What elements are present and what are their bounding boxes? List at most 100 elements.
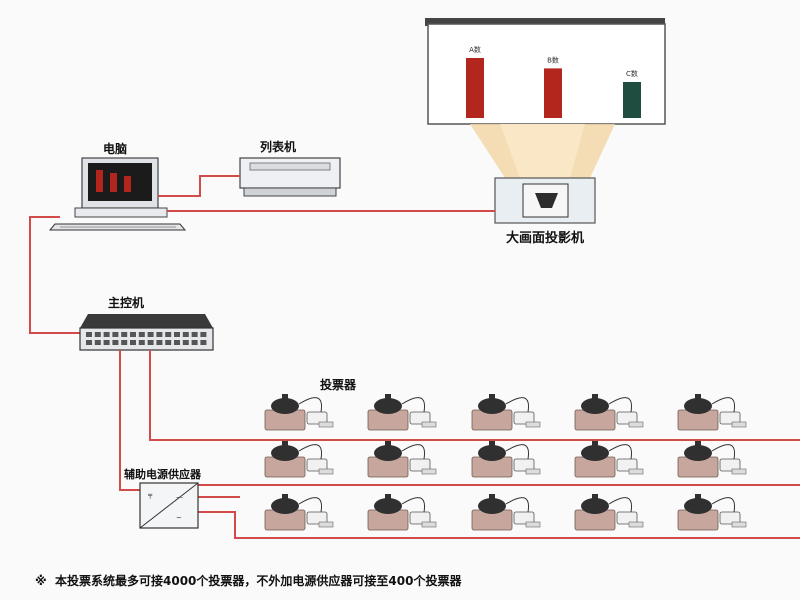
computer: 电脑 bbox=[48, 141, 187, 231]
printer-body bbox=[239, 157, 341, 189]
screen-bar bbox=[544, 68, 562, 118]
power-supply-divider bbox=[139, 482, 199, 529]
keypad-base bbox=[421, 521, 437, 528]
keypad-cable bbox=[298, 397, 323, 413]
keypad-cable bbox=[401, 397, 426, 413]
controller-port bbox=[86, 332, 92, 337]
voter-antenna bbox=[695, 441, 701, 447]
voter-antenna bbox=[489, 494, 495, 500]
voter-antenna bbox=[489, 441, 495, 447]
power-supply-label: 辅助电源供应器 bbox=[124, 467, 202, 481]
keypad-base bbox=[421, 468, 437, 475]
keypad-cable bbox=[505, 397, 530, 413]
voter-head-icon bbox=[374, 445, 402, 461]
controller-port bbox=[94, 340, 101, 345]
keypad-icon bbox=[616, 511, 638, 525]
keypad-cable bbox=[608, 444, 633, 460]
keypad-cable bbox=[505, 444, 530, 460]
voter-device bbox=[574, 494, 644, 531]
wire-computer-printer bbox=[158, 175, 240, 197]
keypad-icon bbox=[513, 511, 535, 525]
voter-antenna bbox=[385, 441, 391, 447]
controller-port bbox=[138, 340, 145, 345]
voter-antenna bbox=[592, 394, 598, 400]
voter-head-icon bbox=[271, 498, 299, 514]
voter-head-icon bbox=[478, 445, 506, 461]
keypad-icon bbox=[409, 411, 431, 425]
keypad-base bbox=[731, 521, 747, 528]
voter-device bbox=[471, 394, 541, 431]
keypad-base bbox=[525, 468, 541, 475]
voter-head-icon bbox=[684, 398, 712, 414]
printer: 列表机 bbox=[239, 139, 341, 197]
keypad-base bbox=[628, 521, 644, 528]
controller-port bbox=[165, 332, 172, 337]
voter-antenna bbox=[385, 394, 391, 400]
screen-top-bar bbox=[425, 18, 665, 26]
controller-port bbox=[147, 340, 154, 345]
keypad-base bbox=[421, 421, 437, 428]
voter-device bbox=[574, 441, 644, 478]
keypad-cable bbox=[711, 397, 736, 413]
controller-label: 主控机 bbox=[108, 295, 144, 310]
voter-device bbox=[367, 394, 437, 431]
controller: 主控机 bbox=[79, 295, 214, 351]
voter-head-icon bbox=[478, 398, 506, 414]
controller-port bbox=[156, 332, 163, 337]
keypad-icon bbox=[513, 411, 535, 425]
keypad-icon bbox=[616, 411, 638, 425]
keypad-cable bbox=[711, 497, 736, 513]
keypad-cable bbox=[401, 497, 426, 513]
controller-port bbox=[121, 332, 128, 337]
keypad-icon bbox=[513, 458, 535, 472]
printer-paper-slot bbox=[249, 162, 331, 171]
voter-device bbox=[367, 494, 437, 531]
keypad-cable bbox=[711, 444, 736, 460]
voter-antenna bbox=[695, 494, 701, 500]
keypad-base bbox=[731, 421, 747, 428]
power-supply-text: — bbox=[176, 493, 183, 501]
voter-device bbox=[677, 494, 747, 531]
controller-port bbox=[191, 340, 198, 345]
power-supply-text: ~ bbox=[176, 514, 182, 522]
wire-row-3 bbox=[198, 511, 800, 539]
controller-port bbox=[103, 340, 110, 345]
voter-antenna bbox=[695, 394, 701, 400]
projection-beam-core bbox=[500, 124, 585, 178]
voter-device bbox=[471, 494, 541, 531]
voter-head-icon bbox=[581, 498, 609, 514]
controller-port bbox=[200, 340, 207, 345]
projector-lens-icon bbox=[535, 193, 558, 208]
controller-port bbox=[191, 332, 198, 337]
printer-label: 列表机 bbox=[260, 139, 296, 154]
controller-port bbox=[130, 332, 136, 337]
wire-computer-controller bbox=[29, 216, 82, 334]
controller-port bbox=[94, 332, 101, 337]
voter-antenna bbox=[282, 394, 288, 400]
keypad-icon bbox=[306, 411, 328, 425]
controller-front bbox=[79, 327, 214, 351]
keypad-cable bbox=[401, 444, 426, 460]
voter-antenna bbox=[282, 441, 288, 447]
keypad-cable bbox=[298, 444, 323, 460]
voter-grid bbox=[264, 394, 747, 531]
screen-bar bbox=[623, 82, 641, 118]
voter-head-icon bbox=[581, 445, 609, 461]
controller-top bbox=[80, 314, 213, 328]
voter-head-icon bbox=[271, 398, 299, 414]
keypad-base bbox=[628, 421, 644, 428]
screen-bar-label: B数 bbox=[547, 55, 559, 64]
keypad-base bbox=[525, 521, 541, 528]
controller-ports bbox=[86, 332, 207, 345]
voter-device bbox=[264, 394, 334, 431]
footnote-marker: ※ bbox=[35, 574, 47, 588]
keypad-base bbox=[318, 468, 334, 475]
keypad-cable bbox=[505, 497, 530, 513]
keypad-icon bbox=[719, 458, 741, 472]
voter-antenna bbox=[592, 441, 598, 447]
screen-bar-label: A数 bbox=[469, 45, 481, 54]
computer-base bbox=[74, 207, 168, 218]
controller-port bbox=[156, 340, 163, 345]
